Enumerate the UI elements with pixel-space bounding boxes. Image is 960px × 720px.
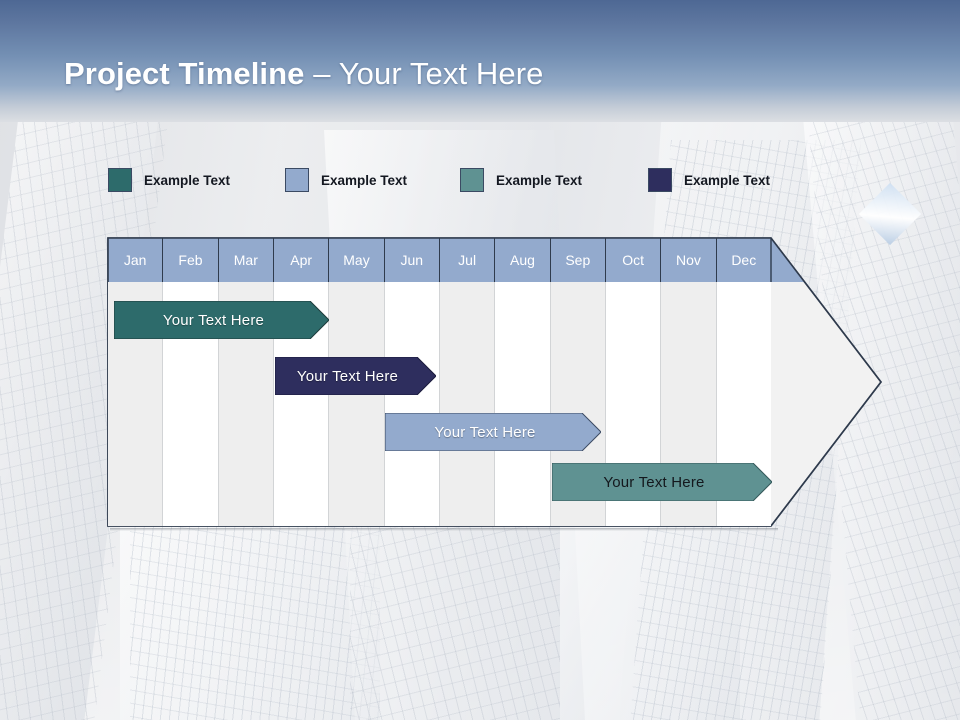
task-bar-3[interactable]: Your Text Here — [385, 413, 601, 451]
timeline-chart: Jan Feb Mar Apr May Jun Jul Aug Sep Oct … — [107, 237, 882, 527]
legend-swatch-navy-icon — [648, 168, 672, 192]
task-bar-1[interactable]: Your Text Here — [114, 301, 329, 339]
task-bar-1-label: Your Text Here — [162, 311, 265, 329]
month-cell-aug[interactable]: Aug — [495, 238, 551, 282]
task-bar-2[interactable]: Your Text Here — [275, 357, 436, 395]
task-bar-3-label: Your Text Here — [434, 423, 536, 441]
month-cell-mar[interactable]: Mar — [219, 238, 274, 282]
month-cell-apr[interactable]: Apr — [274, 238, 330, 282]
page-title-light: Your Text Here — [338, 56, 544, 91]
month-cell-dec[interactable]: Dec — [731, 252, 757, 268]
legend-swatch-dark-teal-icon — [108, 168, 132, 192]
legend-item-1[interactable]: Example Text — [108, 168, 230, 192]
month-cell-feb[interactable]: Feb — [163, 238, 219, 282]
month-cell-may[interactable]: May — [329, 238, 385, 282]
column-aug — [495, 282, 551, 526]
page-title-separator: – — [304, 56, 339, 91]
legend-label-2: Example Text — [321, 172, 408, 188]
month-cell-nov[interactable]: Nov — [661, 238, 717, 282]
chart-bottom-shadow — [110, 528, 778, 531]
month-cell-jun[interactable]: Jun — [385, 238, 440, 282]
column-may — [329, 282, 385, 526]
legend-label-4: Example Text — [684, 172, 771, 188]
month-cell-oct[interactable]: Oct — [606, 238, 662, 282]
month-cell-jan[interactable]: Jan — [108, 238, 164, 282]
task-bar-4-arrow-icon — [552, 463, 772, 501]
page-title: Project Timeline – Your Text Here — [64, 56, 543, 92]
column-jul — [439, 282, 496, 526]
task-bar-4-label: Your Text Here — [603, 473, 705, 491]
legend-item-4[interactable]: Example Text — [648, 168, 770, 192]
legend-item-3[interactable]: Example Text — [460, 168, 582, 192]
task-bar-1-arrow-icon — [114, 301, 329, 339]
legend-swatch-steel-blue-icon — [285, 168, 309, 192]
task-bar-3-arrow-icon — [385, 413, 601, 451]
month-cell-jul[interactable]: Jul — [440, 238, 496, 282]
task-bar-4[interactable]: Your Text Here — [552, 463, 772, 501]
task-bar-2-arrow-icon — [275, 357, 436, 395]
month-cell-sep[interactable]: Sep — [551, 238, 606, 282]
task-bar-2-label: Your Text Here — [296, 367, 399, 385]
column-jun — [384, 282, 440, 526]
month-header-row: Jan Feb Mar Apr May Jun Jul Aug Sep Oct … — [108, 238, 771, 282]
page-title-bold: Project Timeline — [64, 56, 305, 91]
legend: Example Text Example Text Example Text E… — [108, 166, 828, 196]
legend-label-3: Example Text — [496, 172, 583, 188]
legend-label-1: Example Text — [144, 172, 231, 188]
legend-item-2[interactable]: Example Text — [285, 168, 407, 192]
header-band: Project Timeline – Your Text Here — [0, 0, 960, 122]
legend-swatch-medium-teal-icon — [460, 168, 484, 192]
